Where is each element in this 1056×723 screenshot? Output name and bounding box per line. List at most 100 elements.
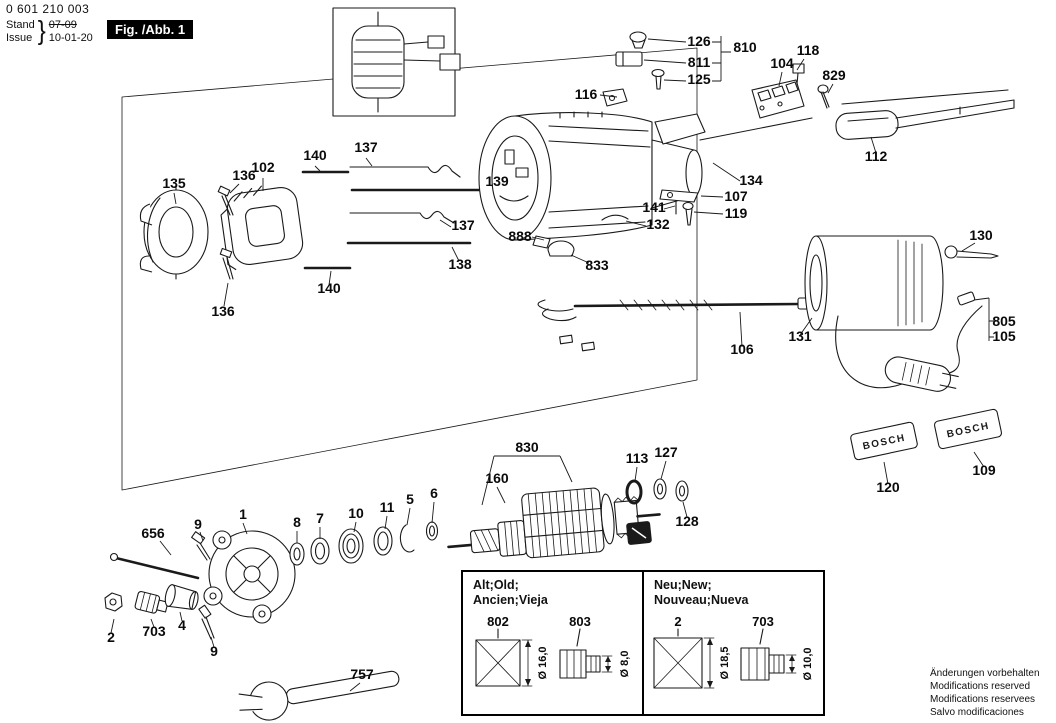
new-date: 10-01-20	[48, 32, 93, 44]
label-plate-120: BOSCH	[850, 421, 918, 461]
part-callout-1: 1	[239, 506, 247, 522]
part-callout-830: 830	[515, 439, 539, 455]
part-callout-104: 104	[770, 55, 794, 71]
part-callout-888: 888	[508, 228, 532, 244]
motor-schematic	[332, 7, 461, 117]
old-part-b-label: 803	[569, 614, 591, 629]
old-dim-b-label: Ø 8,0	[619, 651, 631, 678]
part-callout-137: 137	[354, 139, 378, 155]
part-callout-137: 137	[451, 217, 475, 233]
part-callout-757: 757	[350, 666, 374, 682]
stand-issue-block: Stand Issue } 07-09 10-01-20	[6, 16, 93, 47]
part-callout-2: 2	[107, 629, 115, 645]
figure-label: Fig. /Abb. 1	[107, 20, 194, 39]
bearing-rings	[289, 521, 439, 566]
part-callout-128: 128	[675, 513, 699, 529]
part-callout-130: 130	[969, 227, 993, 243]
part-callout-141: 141	[642, 199, 666, 215]
part-callout-127: 127	[654, 444, 678, 460]
new-dim-a-label: Ø 18,5	[719, 646, 731, 679]
inset-new-art: 2 Ø 18,5 703 Ø 10,0	[653, 614, 814, 689]
footer-notes: Änderungen vorbehalten Modifications res…	[930, 667, 1040, 719]
inset-old-title-1: Alt;Old;	[473, 578, 519, 592]
rods-and-springs	[301, 164, 506, 270]
power-cord-105	[835, 291, 983, 392]
housing-small-parts	[532, 189, 699, 257]
label-plate-109: BOSCH	[933, 408, 1003, 450]
part-callout-11: 11	[380, 499, 395, 515]
inset-new-title-2: Nouveau;Nueva	[654, 593, 749, 607]
part-callout-119: 119	[725, 205, 748, 221]
part-callout-134: 134	[739, 172, 763, 188]
footer-line-3: Modifications reservees	[930, 694, 1036, 705]
part-callout-139: 139	[485, 173, 509, 189]
header: 0 601 210 003 Stand Issue } 07-09 10-01-…	[6, 2, 93, 46]
part-callout-805: 805	[992, 313, 1016, 329]
part-callout-7: 7	[316, 510, 324, 526]
diagram-frame	[121, 47, 698, 491]
motor-housing	[478, 111, 813, 241]
part-callout-833: 833	[585, 257, 609, 273]
part-callout-160: 160	[485, 470, 509, 486]
part-callout-135: 135	[162, 175, 186, 191]
part-callout-120: 120	[876, 479, 900, 495]
part-callout-10: 10	[348, 505, 364, 521]
spindle-106	[537, 297, 819, 352]
old-part-a-label: 802	[487, 614, 509, 629]
field-stator-102	[220, 185, 304, 271]
wrench-757	[235, 670, 400, 721]
part-callout-125: 125	[687, 71, 711, 87]
part-callout-106: 106	[730, 341, 754, 357]
part-callout-138: 138	[448, 256, 472, 272]
stand-label: Stand	[6, 19, 35, 31]
brush-holder-parts	[602, 31, 665, 107]
aux-handle	[835, 89, 1015, 140]
part-callout-131: 131	[788, 328, 812, 344]
part-callout-6: 6	[430, 485, 438, 501]
part-callout-703: 703	[142, 623, 166, 639]
part-callout-136: 136	[211, 303, 235, 319]
screw-130	[944, 245, 999, 259]
part-callout-8: 8	[293, 514, 301, 530]
part-callout-102: 102	[251, 159, 275, 175]
part-callout-132: 132	[646, 216, 670, 232]
part-callout-116: 116	[575, 86, 598, 102]
part-callout-9: 9	[210, 643, 218, 659]
brace-glyph: }	[37, 16, 46, 47]
part-callout-140: 140	[303, 147, 327, 163]
gear-flange-1	[203, 530, 296, 624]
bearing-flange-135	[139, 184, 209, 280]
left-small-parts	[104, 531, 215, 640]
old-dim-a-label: Ø 16,0	[537, 646, 549, 679]
part-callout-9: 9	[194, 516, 202, 532]
footer-line-1: Änderungen vorbehalten	[930, 668, 1040, 679]
part-callout-140: 140	[317, 280, 341, 296]
part-callout-105: 105	[992, 328, 1016, 344]
issue-label: Issue	[6, 32, 33, 44]
inset-old-title: Alt;Old; Ancien;Vieja	[473, 578, 548, 608]
part-callout-829: 829	[822, 67, 846, 83]
washers	[625, 478, 689, 545]
inset-new-title-1: Neu;New;	[654, 578, 712, 592]
screw-136-bottom	[219, 247, 234, 280]
footer-line-4: Salvo modificaciones	[930, 707, 1024, 718]
part-callout-113: 113	[626, 450, 649, 466]
footer-line-2: Modifications reserved	[930, 681, 1031, 692]
inset-old-title-2: Ancien;Vieja	[473, 593, 548, 607]
part-callout-109: 109	[972, 462, 996, 478]
inset-new-title: Neu;New; Nouveau;Nueva	[654, 578, 748, 608]
stand-issue-labels: Stand Issue	[6, 19, 35, 45]
switch-parts	[751, 63, 830, 119]
old-date: 07-09	[48, 19, 77, 31]
screw-136-top	[217, 185, 234, 216]
part-callout-4: 4	[178, 617, 186, 633]
new-dim-b-label: Ø 10,0	[802, 647, 814, 680]
part-callout-811: 811	[688, 54, 711, 70]
part-callout-136: 136	[232, 167, 256, 183]
part-callout-126: 126	[687, 33, 711, 49]
part-callout-118: 118	[797, 42, 820, 58]
new-part-b-label: 703	[752, 614, 774, 629]
